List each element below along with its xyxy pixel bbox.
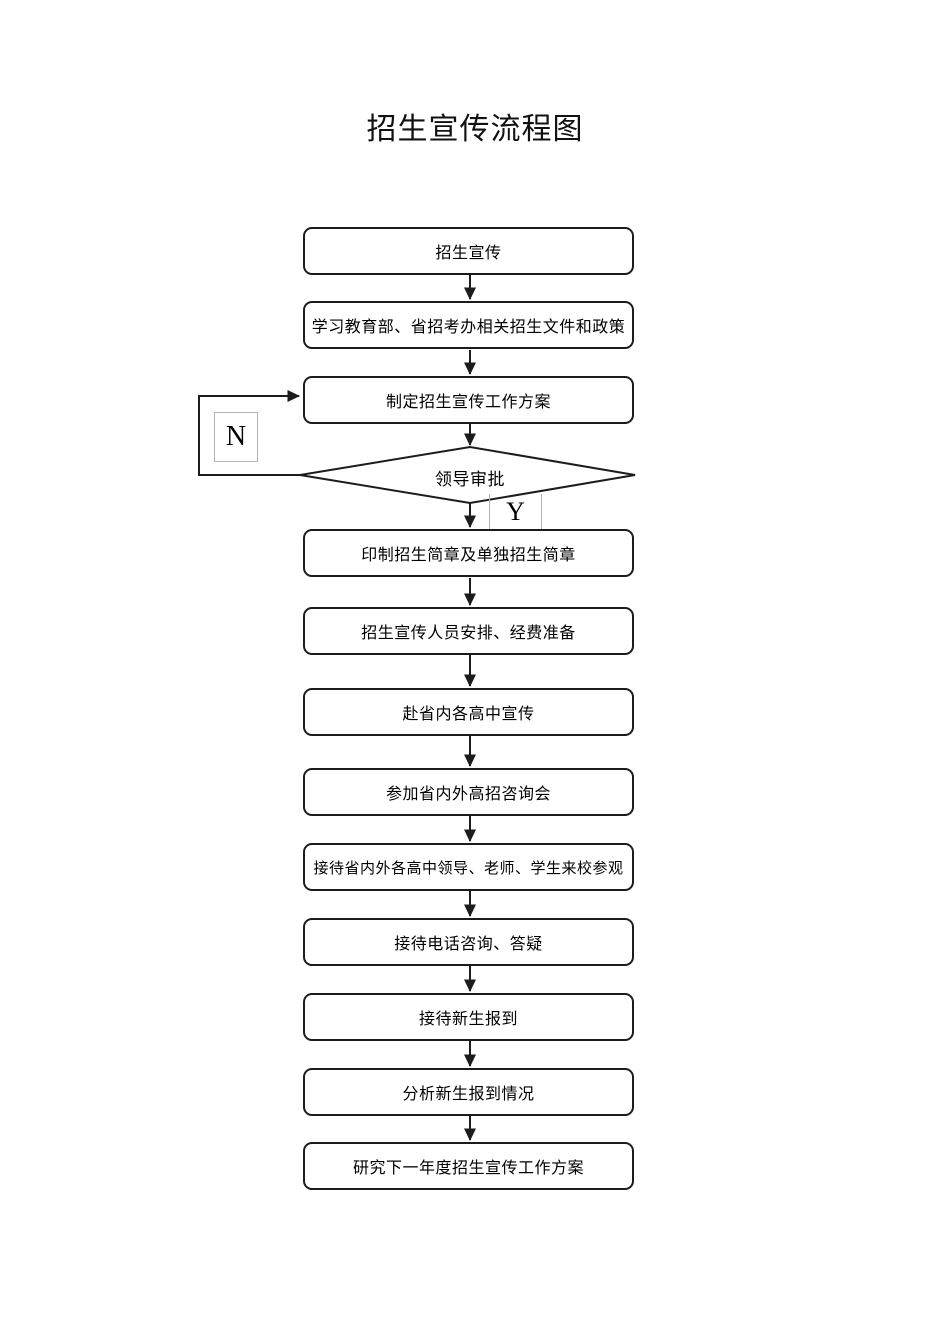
decision-diamond-shape	[299, 445, 636, 505]
page-title: 招生宣传流程图	[366, 113, 584, 146]
flow-step-draft-plan: 制定招生宣传工作方案	[303, 376, 634, 424]
decision-yes-label: Y	[489, 494, 542, 529]
flow-step-host-campus-visits: 接待省内外各高中领导、老师、学生来校参观	[303, 843, 634, 891]
flow-step-join-fairs: 参加省内外高招咨询会	[303, 768, 634, 816]
flow-step-study-policies: 学习教育部、省招考办相关招生文件和政策	[303, 301, 634, 349]
flow-step-freshman-registration: 接待新生报到	[303, 993, 634, 1041]
flow-step-visit-schools: 赴省内各高中宣传	[303, 688, 634, 736]
flow-step-print-brochures: 印制招生简章及单独招生简章	[303, 529, 634, 577]
decision-label: 领导审批	[435, 470, 505, 489]
flow-step-staffing-budget: 招生宣传人员安排、经费准备	[303, 607, 634, 655]
flow-step-phone-consulting: 接待电话咨询、答疑	[303, 918, 634, 966]
flow-step-next-year-plan: 研究下一年度招生宣传工作方案	[303, 1142, 634, 1190]
flow-step-start: 招生宣传	[303, 227, 634, 275]
flow-step-analyze-registration: 分析新生报到情况	[303, 1068, 634, 1116]
connector-no-feedback-loop	[198, 390, 300, 476]
decision-no-label: N	[214, 412, 258, 462]
